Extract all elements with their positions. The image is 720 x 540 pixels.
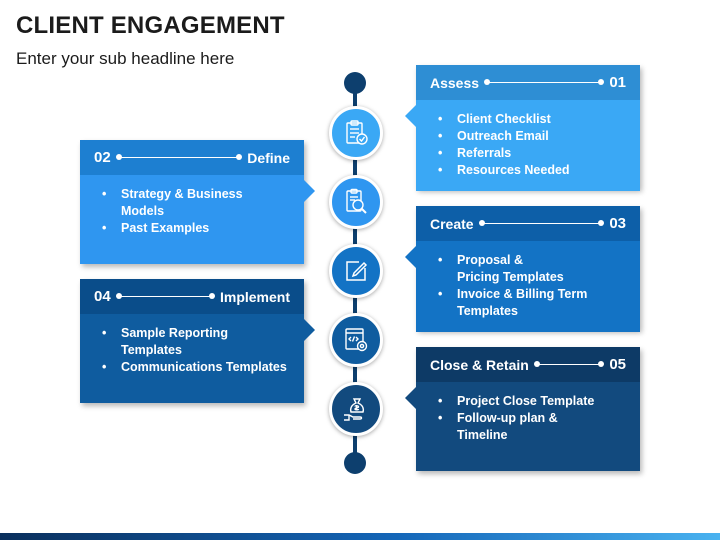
step-title: Close & Retain xyxy=(430,356,529,373)
step-number: 01 xyxy=(609,74,626,91)
step-card-assess: Assess 01 Client Checklist Outreach Emai… xyxy=(405,65,640,191)
footer-bar xyxy=(0,533,720,540)
timeline-end-dot xyxy=(344,452,366,474)
list-item: Follow-up plan & Timeline xyxy=(438,410,563,444)
checklist-icon xyxy=(346,120,368,145)
step-title: Define xyxy=(247,149,290,166)
card-pointer xyxy=(304,319,315,341)
list-item: Project Close Template xyxy=(438,393,624,410)
card-pointer xyxy=(405,246,416,268)
card-pointer xyxy=(304,180,315,202)
card-header: 04 Implement xyxy=(80,279,304,314)
list-item: Outreach Email xyxy=(438,128,624,145)
money-bag-hand-icon xyxy=(344,398,365,421)
connector-line xyxy=(115,293,216,299)
list-item: Referrals xyxy=(438,145,624,162)
card-body: Sample Reporting Templates Communication… xyxy=(80,314,304,388)
step-card-define: 02 Define Strategy & Business Models Pas… xyxy=(80,140,315,264)
step-number: 04 xyxy=(94,288,111,305)
list-item: Communications Templates xyxy=(102,359,288,376)
list-item: Strategy & Business Models xyxy=(102,186,288,220)
connector-line xyxy=(478,220,605,226)
card-pointer xyxy=(405,105,416,127)
step-number: 02 xyxy=(94,149,111,166)
list-item: Client Checklist xyxy=(438,111,624,128)
step-1-node xyxy=(329,106,383,160)
card-header: Create 03 xyxy=(416,206,640,241)
edit-icon xyxy=(346,261,368,281)
card-body: Proposal & Pricing Templates Invoice & B… xyxy=(416,241,640,332)
step-card-create: Create 03 Proposal & Pricing Templates I… xyxy=(405,206,640,332)
page-title: CLIENT ENGAGEMENT xyxy=(16,12,285,39)
card-header: 02 Define xyxy=(80,140,304,175)
document-search-icon xyxy=(346,188,367,214)
card-header: Close & Retain 05 xyxy=(416,347,640,382)
timeline-start-dot xyxy=(344,72,366,94)
card-pointer xyxy=(405,387,416,409)
connector-line xyxy=(484,79,605,85)
list-item: Resources Needed xyxy=(438,162,624,179)
step-title: Assess xyxy=(430,74,480,91)
list-item: Proposal & Pricing Templates xyxy=(438,252,568,286)
step-number: 03 xyxy=(609,215,626,232)
step-5-node xyxy=(329,382,383,436)
card-body: Project Close Template Follow-up plan & … xyxy=(416,382,640,456)
list-item: Invoice & Billing Term Templates xyxy=(438,286,603,320)
connector-line xyxy=(533,361,604,367)
card-header: Assess 01 xyxy=(416,65,640,100)
step-title: Create xyxy=(430,215,474,232)
list-item: Past Examples xyxy=(102,220,288,237)
step-title: Implement xyxy=(219,288,290,305)
card-body: Client Checklist Outreach Email Referral… xyxy=(416,100,640,191)
step-3-node xyxy=(329,244,383,298)
list-item: Sample Reporting Templates xyxy=(102,325,288,359)
card-body: Strategy & Business Models Past Examples xyxy=(80,175,304,249)
code-gear-icon xyxy=(345,328,368,352)
page-subtitle: Enter your sub headline here xyxy=(16,49,235,68)
step-2-node xyxy=(329,175,383,229)
connector-line xyxy=(115,154,242,160)
step-card-close-retain: Close & Retain 05 Project Close Template… xyxy=(405,347,640,471)
step-number: 05 xyxy=(609,356,626,373)
step-4-node xyxy=(329,313,383,367)
step-card-implement: 04 Implement Sample Reporting Templates … xyxy=(80,279,315,403)
